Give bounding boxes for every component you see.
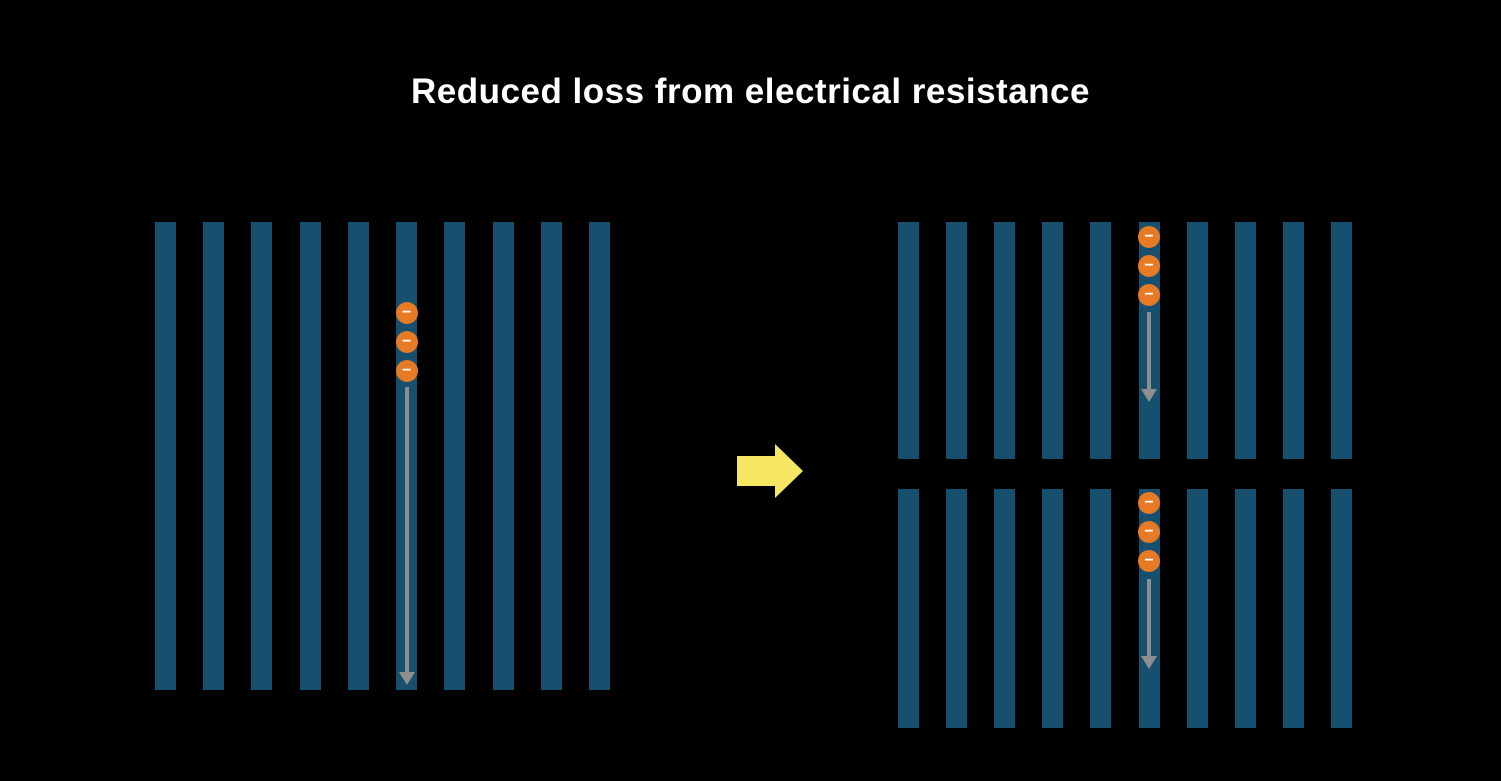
cell-bar [444,222,466,690]
cell-bar [492,222,514,690]
cell-bar [898,222,919,459]
cell-bar [1186,489,1208,728]
electron-icon: − [1138,284,1161,306]
current-flow-arrow [1147,312,1152,390]
right-arrow-head [775,444,803,498]
cell-bar [589,222,610,690]
cell-bar [994,222,1016,459]
electron-icon: − [395,360,418,382]
right-arrow-icon [737,444,803,498]
electron-icon: − [1138,255,1161,277]
electron-icon: − [1138,550,1161,572]
half-cell-bottom-panel: − − − [898,489,1352,728]
electron-icon: − [1138,521,1161,543]
electron-icon: − [395,331,418,353]
current-flow-arrowhead [398,672,415,685]
cell-bar [540,222,562,690]
full-cell-panel: − − − [155,222,610,690]
cell-bar [251,222,273,690]
diagram-title: Reduced loss from electrical resistance [411,72,1090,111]
cell-bar [1042,222,1064,459]
cell-bar [946,489,968,728]
cell-bar [1234,222,1256,459]
cell-bar [994,489,1016,728]
cell-bar [1282,222,1304,459]
cell-bar [1042,489,1064,728]
electron-icon: − [395,302,418,324]
cell-bar [1186,222,1208,459]
cell-bar [1234,489,1256,728]
current-flow-arrow [1147,579,1152,657]
cell-bar [1282,489,1304,728]
electron-icon: − [1138,492,1161,514]
cell-bar [1090,222,1112,459]
current-flow-arrowhead [1141,656,1158,669]
cell-bar [946,222,968,459]
cell-bar [898,489,919,728]
current-flow-arrowhead [1141,389,1158,402]
cell-bar [155,222,176,690]
half-cell-top-panel: − − − [898,222,1352,459]
cell-bar [1331,489,1352,728]
current-flow-arrow [404,387,409,673]
cell-bar [1331,222,1352,459]
cell-bar [1090,489,1112,728]
cell-bar [347,222,369,690]
cell-bar [203,222,225,690]
right-arrow-body [737,456,775,486]
electron-icon: − [1138,226,1161,248]
cell-bar [299,222,321,690]
